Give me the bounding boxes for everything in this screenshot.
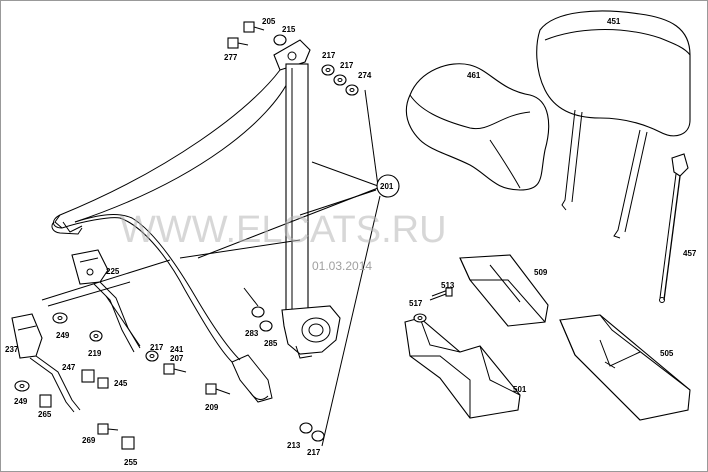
label-241: 241 — [170, 345, 184, 354]
label-505: 505 — [660, 349, 674, 358]
bolt-207 — [163, 363, 187, 375]
nut-213 — [299, 422, 313, 434]
label-217c: 217 — [150, 343, 164, 352]
bolt-513 — [429, 287, 453, 301]
trim-panel-505 — [559, 314, 691, 421]
washer-274 — [345, 84, 359, 96]
label-247: 247 — [62, 363, 76, 372]
label-249b: 249 — [14, 397, 28, 406]
watermark-site: WWW.ELCATS.RU — [120, 209, 447, 251]
washer-217-b — [333, 74, 347, 86]
trim-panel-509 — [459, 254, 549, 327]
trim-panel-501 — [404, 317, 521, 419]
label-269: 269 — [82, 436, 96, 445]
bolt-269 — [97, 423, 119, 435]
headrest-guide-457 — [659, 153, 689, 303]
bolt-205 — [243, 21, 265, 33]
label-249a: 249 — [56, 331, 70, 340]
label-461: 461 — [467, 71, 481, 80]
nut-283 — [251, 306, 265, 318]
label-274: 274 — [358, 71, 372, 80]
label-217b: 217 — [340, 61, 354, 70]
label-513: 513 — [441, 281, 455, 290]
nut-265 — [39, 394, 52, 408]
label-219: 219 — [88, 349, 102, 358]
label-509: 509 — [534, 268, 548, 277]
label-517: 517 — [409, 299, 423, 308]
label-205: 205 — [262, 17, 276, 26]
headrest-461 — [405, 63, 550, 191]
label-265: 265 — [38, 410, 52, 419]
washer-285 — [259, 320, 273, 332]
leader-lines — [41, 239, 301, 347]
headrest-451 — [536, 10, 691, 239]
washer-219 — [89, 330, 103, 342]
washer-249-lower — [14, 380, 30, 392]
label-451: 451 — [607, 17, 621, 26]
label-283: 283 — [245, 329, 259, 338]
bolt-209 — [205, 383, 231, 395]
belt-webbing — [51, 69, 291, 403]
washer-217-a — [321, 64, 335, 76]
washer-217-d — [311, 430, 325, 442]
label-237: 237 — [5, 345, 19, 354]
label-213: 213 — [287, 441, 301, 450]
label-277: 277 — [224, 53, 238, 62]
retractor-assembly — [273, 39, 341, 359]
callout-201: 201 — [197, 89, 400, 447]
washer-215 — [273, 34, 287, 46]
cap-255 — [121, 436, 135, 450]
buckle-225 — [71, 249, 141, 353]
washer-217-mid — [145, 350, 159, 362]
label-285: 285 — [264, 339, 278, 348]
buckle-237 — [11, 313, 81, 413]
washer-517 — [413, 313, 427, 323]
label-457: 457 — [683, 249, 697, 258]
watermark-date: 01.03.2014 — [312, 259, 372, 273]
label-207: 207 — [170, 354, 184, 363]
label-217d: 217 — [307, 448, 321, 457]
callout-201-label: 201 — [380, 182, 394, 191]
label-501: 501 — [513, 385, 527, 394]
nut-245 — [97, 377, 109, 389]
bolt-277 — [227, 37, 249, 49]
label-217a: 217 — [322, 51, 336, 60]
label-215: 215 — [282, 25, 296, 34]
label-255: 255 — [124, 458, 138, 467]
nut-247 — [81, 369, 95, 383]
label-245: 245 — [114, 379, 128, 388]
washer-249-upper — [52, 312, 68, 324]
label-225: 225 — [106, 267, 120, 276]
label-209: 209 — [205, 403, 219, 412]
